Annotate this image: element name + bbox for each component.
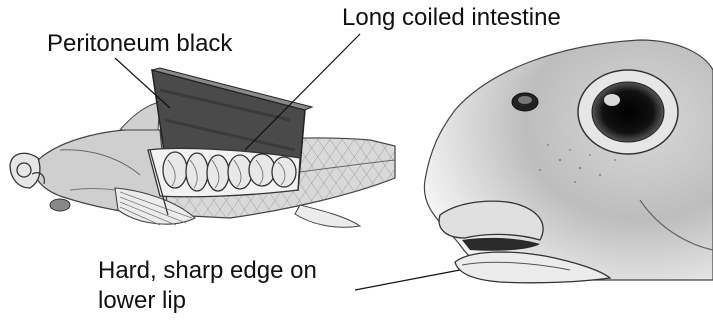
label-lower-lip-line2: lower lip [98, 287, 186, 315]
label-intestine: Long coiled intestine [342, 4, 561, 32]
fish-head-closeup [424, 40, 713, 283]
fish-snout [10, 153, 40, 188]
pelvic-fin [295, 205, 360, 227]
label-lower-lip-line1: Hard, sharp edge on [98, 257, 317, 285]
leader-lip [355, 270, 460, 290]
label-peritoneum: Peritoneum black [47, 30, 232, 58]
dissected-fish [10, 68, 395, 227]
